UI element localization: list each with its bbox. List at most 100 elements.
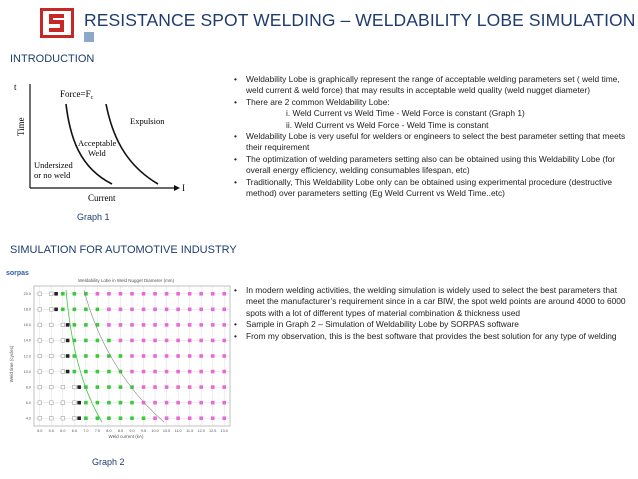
- sub-bullet-text: ii. Weld Current vs Weld Force - Weld Ti…: [286, 119, 489, 130]
- graph2-cell-undersized: [37, 416, 42, 421]
- graph2-cell-undersized: [37, 385, 42, 390]
- graph2-cell-expulsion: [222, 369, 227, 374]
- graph2-y-tick: 18.0: [24, 308, 31, 312]
- graph2-cell-acceptable: [130, 416, 134, 421]
- graph2-cell-acceptable: [72, 291, 77, 296]
- graph2-cell-undersized: [60, 369, 65, 374]
- graph2-cell-acceptable: [130, 400, 134, 405]
- graph2-cell-expulsion: [199, 323, 203, 327]
- graph2-cell-undersized: [60, 322, 65, 327]
- graph2-cell-undersized: [72, 400, 77, 405]
- bullet-item: •Weldability Lobe is graphically represe…: [232, 74, 632, 97]
- sub-bullet-item: i. Weld Current vs Weld Time - Weld Forc…: [232, 108, 632, 119]
- graph2-x-tick: 12.0: [197, 429, 204, 433]
- graph2-cell-acceptable: [84, 323, 88, 327]
- graph2-cell-expulsion: [176, 385, 180, 389]
- graph2-cell-expulsion: [176, 307, 180, 312]
- intro-heading: INTRODUCTION: [10, 53, 95, 65]
- graph2-cell-acceptable: [84, 338, 88, 343]
- bullet-icon: •: [234, 131, 237, 142]
- graph2-cell-undersized: [49, 291, 54, 296]
- graph2-cell-acceptable: [130, 385, 134, 389]
- graph2-cell-expulsion: [130, 291, 134, 296]
- graph2-cell-expulsion: [118, 338, 123, 343]
- graph2-cell-acceptable: [72, 369, 77, 374]
- sub-bullet-text: i. Weld Current vs Weld Time - Weld Forc…: [286, 108, 525, 119]
- graph2-cell-undersized: [49, 307, 54, 312]
- graph2-cell-expulsion: [187, 323, 192, 327]
- graph2-x-tick: 6.5: [72, 429, 77, 433]
- graph2-cell-undersized: [72, 385, 77, 390]
- graph2-cell-expulsion: [164, 400, 169, 405]
- graph2-cell-acceptable: [107, 354, 111, 358]
- graph2-caption: Graph 2: [92, 457, 125, 467]
- graph1-undersized-label: Undersized: [34, 160, 73, 170]
- graph2-cell-expulsion: [130, 323, 134, 327]
- bullet-icon: •: [234, 330, 237, 341]
- sub-bullet-item: ii. Weld Current vs Weld Force - Weld Ti…: [232, 120, 632, 131]
- graph2-cell-undersized: [60, 400, 65, 405]
- graph2-cell-expulsion: [210, 354, 215, 358]
- graph2-cell-acceptable: [95, 385, 100, 389]
- graph2-cell-acceptable: [84, 416, 88, 421]
- graph2-cell-expulsion: [107, 307, 111, 312]
- graph2-cell-expulsion: [164, 416, 169, 421]
- graph2-cell-expulsion: [222, 400, 227, 405]
- graph2-cell-marker: [54, 307, 58, 312]
- graph2-cell-marker: [65, 323, 70, 327]
- graph2-x-tick: 9.0: [129, 429, 134, 433]
- graph2-cell-undersized: [60, 353, 65, 358]
- graph2-x-tick: 8.0: [106, 429, 111, 433]
- graph2-cell-expulsion: [153, 400, 157, 405]
- graph2-cell-expulsion: [141, 354, 146, 358]
- graph1-lower-boundary-curve: [65, 103, 113, 185]
- bullet-item: • Weldability Lobe is very useful for wel…: [232, 131, 632, 154]
- bullet-text: There are 2 common Weldability Lobe:: [246, 96, 390, 107]
- graph2-cell-undersized: [60, 338, 65, 343]
- bullet-icon: •: [234, 285, 237, 295]
- graph2-cell-acceptable: [95, 369, 100, 374]
- graph2-cell-expulsion: [141, 369, 146, 374]
- graph2-cell-expulsion: [153, 369, 157, 374]
- graph2-cell-expulsion: [199, 354, 203, 358]
- graph2-cell-expulsion: [176, 323, 180, 327]
- graph2-cell-expulsion: [199, 400, 203, 405]
- graph2-cell-expulsion: [141, 323, 146, 327]
- graph2-cell-undersized: [37, 322, 42, 327]
- graph2-chart-title: Weldability Lobe in Weld Nugget Diameter…: [78, 278, 175, 283]
- graph2-y-tick: 4.0: [26, 417, 31, 421]
- bullet-text: Weldability Lobe is very useful for weld…: [246, 131, 626, 153]
- graph2-cell-expulsion: [153, 385, 157, 389]
- graph2-cell-expulsion: [199, 369, 203, 374]
- graph2-cell-expulsion: [210, 307, 215, 312]
- graph2-x-tick: 13.0: [221, 429, 228, 433]
- graph2-y-tick: 8.0: [26, 385, 31, 389]
- graph2-cell-expulsion: [222, 291, 227, 296]
- intro-bullet-list: •Weldability Lobe is graphically represe…: [232, 74, 632, 199]
- graph2-sorpas-simulation: sorpas Weldability Lobe in Weld Nugget D…: [6, 270, 231, 439]
- logo-accent-square: [84, 32, 94, 42]
- graph2-cell-undersized: [60, 416, 65, 421]
- bullet-icon: •: [234, 176, 237, 187]
- graph2-cell-expulsion: [199, 385, 203, 389]
- graph2-cell-acceptable: [118, 385, 123, 389]
- graph2-cell-acceptable: [72, 338, 77, 343]
- bullet-text: The optimization of welding parameters s…: [246, 153, 616, 176]
- graph1-t-label: t: [14, 82, 17, 92]
- graph2-cell-expulsion: [164, 385, 169, 389]
- graph2-cell-expulsion: [164, 369, 169, 374]
- graph2-cell-expulsion: [210, 291, 215, 296]
- graph2-cell-marker: [65, 354, 70, 358]
- graph2-cell-expulsion: [199, 338, 203, 343]
- graph2-cell-expulsion: [164, 323, 169, 327]
- graph2-cell-acceptable: [95, 416, 100, 421]
- bullet-item: •Sample in Graph 2 – Simulation of Welda…: [232, 319, 632, 330]
- graph2-cell-undersized: [49, 369, 54, 374]
- graph2-cell-expulsion: [153, 354, 157, 358]
- graph2-cell-expulsion: [130, 307, 134, 312]
- graph2-cell-undersized: [49, 338, 54, 343]
- graph2-cell-expulsion: [222, 385, 227, 389]
- graph2-cell-acceptable: [95, 338, 100, 343]
- graph2-cell-undersized: [37, 338, 42, 343]
